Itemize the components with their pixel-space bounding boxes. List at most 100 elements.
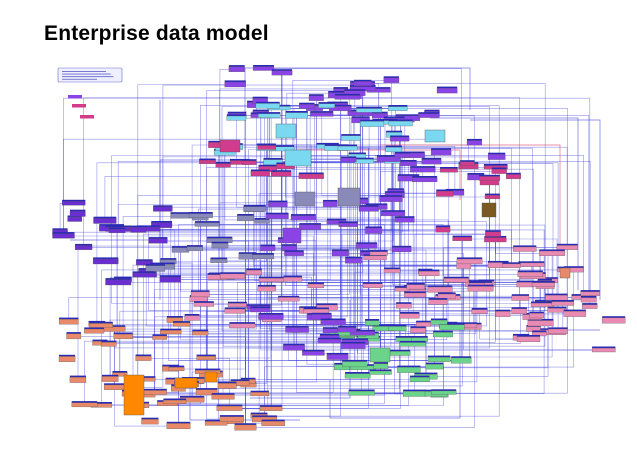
entity-box (282, 227, 302, 244)
relationship-line (218, 147, 267, 262)
entity-box (412, 176, 438, 183)
relationship-line (258, 193, 445, 417)
entity-box (345, 256, 362, 264)
relationship-line (122, 216, 278, 337)
entity-box (171, 246, 190, 253)
entity-box (277, 295, 300, 302)
entity-box (299, 223, 322, 230)
entity-box (66, 332, 82, 340)
entity-box (271, 170, 292, 177)
entity-box (310, 111, 334, 117)
entity-box (254, 218, 270, 224)
entity-box (130, 225, 147, 233)
entity-box (186, 245, 203, 251)
entity-box (424, 129, 446, 143)
entity-box (513, 245, 537, 252)
entity-box (195, 388, 218, 396)
entity-box (188, 212, 213, 218)
entity-box (237, 214, 254, 222)
entity-box (84, 327, 105, 334)
entity-box (322, 327, 339, 334)
entity-box (329, 104, 352, 112)
relationship-line (430, 117, 579, 290)
entity-box (388, 119, 413, 127)
entity-box (373, 362, 389, 369)
relationship-line (84, 72, 283, 406)
entity-box (516, 335, 541, 342)
entity-box (234, 423, 257, 431)
relationship-line (219, 240, 317, 286)
legend-line (62, 76, 114, 78)
relationship-line (237, 282, 545, 306)
entity-box (338, 221, 358, 227)
entity-box (163, 398, 187, 404)
entity-box (391, 245, 412, 253)
entity-box (402, 389, 427, 397)
entity-box (369, 369, 392, 375)
relationship-line (470, 119, 601, 300)
entity-box (478, 174, 501, 181)
entity-box (443, 276, 469, 283)
entity-box (89, 321, 113, 328)
entity-box (467, 284, 494, 292)
entity-box (151, 221, 173, 228)
entity-box (303, 307, 330, 314)
entity-box (531, 281, 556, 287)
entity-box (61, 199, 86, 206)
entity-box (337, 144, 358, 151)
entity-box (159, 275, 182, 283)
entity-box (172, 321, 191, 327)
entity-box (113, 332, 133, 340)
relationship-line (340, 177, 477, 334)
entity-box (250, 306, 271, 313)
entity-box (145, 264, 166, 272)
relationship-line (178, 285, 478, 383)
entity-box (511, 294, 530, 301)
entity-box (193, 301, 214, 307)
entity-box (394, 151, 411, 158)
entity-box (283, 275, 303, 282)
relationship-line (117, 204, 278, 230)
entity-box (353, 79, 372, 86)
relationship-line (357, 219, 405, 376)
entity-box (342, 359, 368, 368)
entity-box (337, 187, 361, 207)
entity-box (341, 341, 366, 349)
entity-box (285, 111, 308, 119)
entity-box (258, 276, 285, 282)
entity-box (307, 282, 325, 289)
entity-boxes (52, 65, 626, 431)
entity-box (481, 202, 497, 218)
entity-box (331, 249, 349, 257)
entity-box (326, 352, 349, 360)
entity-box (427, 285, 453, 293)
entity-box (190, 290, 210, 298)
legend-box (57, 67, 123, 83)
entity-box (219, 415, 244, 422)
entity-box (399, 340, 426, 347)
entity-box (390, 135, 410, 142)
entity-box (409, 375, 430, 382)
entity-box (356, 242, 378, 249)
entity-box (226, 114, 247, 121)
entity-box (58, 354, 76, 362)
entity-box (591, 346, 616, 353)
entity-box (362, 282, 383, 288)
entity-box (400, 160, 417, 167)
entity-box (192, 329, 209, 336)
entity-box (430, 318, 448, 325)
entity-box (101, 340, 117, 347)
relationship-line (360, 120, 415, 296)
relationship-line (245, 67, 471, 110)
entity-box (241, 159, 257, 165)
entity-box (545, 293, 568, 301)
entity-box (452, 235, 473, 241)
entity-box (379, 195, 403, 202)
entity-box (135, 354, 152, 361)
relationship-line (207, 224, 385, 329)
relationship-line (245, 142, 475, 428)
entity-box (341, 134, 361, 141)
entity-box (204, 371, 218, 383)
entity-box (322, 199, 338, 207)
entity-box (308, 94, 324, 101)
